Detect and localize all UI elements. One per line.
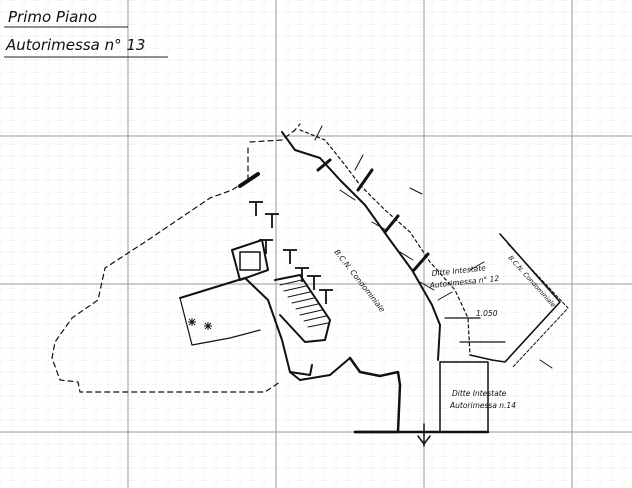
ditta-bottom-label-1: Ditte Intestate <box>452 389 507 398</box>
corridor-label: B.C.N. Condominiale <box>332 248 387 315</box>
annotations: B.C.N. Condominiale Ditte Intestate Auto… <box>332 248 557 410</box>
title-unit: Autorimessa n° 13 <box>5 36 145 54</box>
building-outline <box>51 123 569 447</box>
ditta-bottom-label-2: Autorimessa n.14 <box>449 401 516 410</box>
asterisk-marks <box>188 318 212 330</box>
title-floor: Primo Piano <box>8 8 97 26</box>
title-block: Primo Piano Autorimessa n° 13 <box>4 8 168 58</box>
right-strip-label: B.C.N. Condominiale <box>507 254 558 309</box>
small-dimension-label: 1.050 <box>476 309 498 318</box>
column-markers <box>249 201 333 304</box>
